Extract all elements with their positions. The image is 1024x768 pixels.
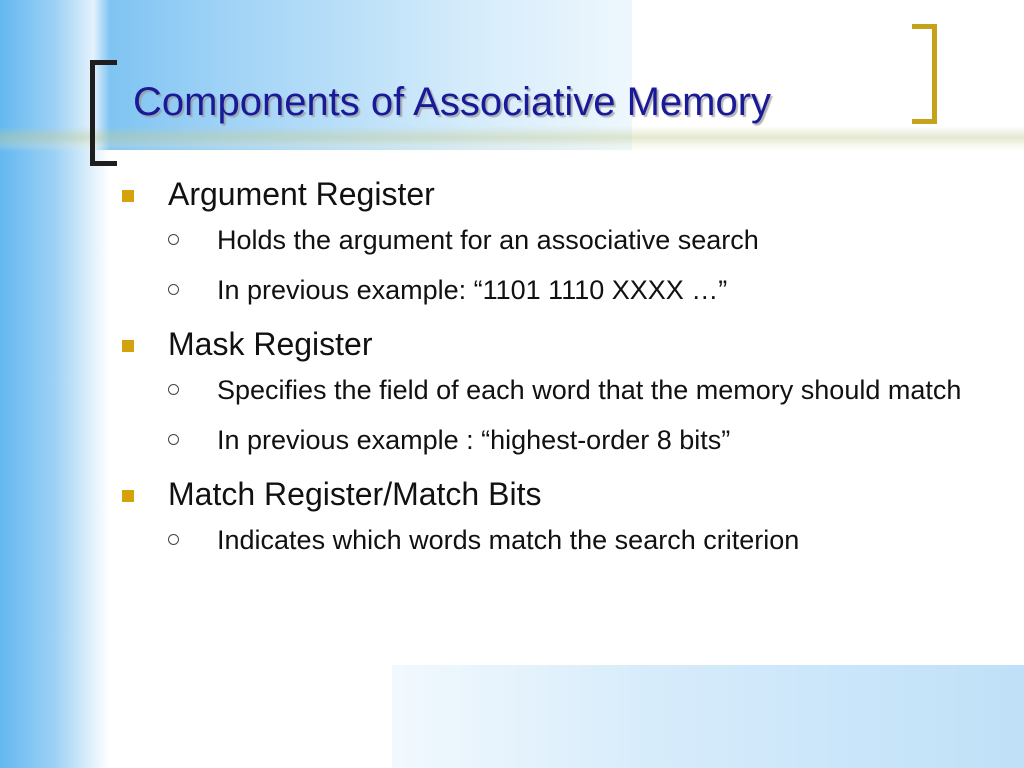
circle-bullet-icon <box>168 534 179 545</box>
background-bottom-gradient <box>392 665 1024 768</box>
bullet-match-register: Match Register/Match Bits <box>118 468 998 520</box>
sub-bullet: In previous example : “highest-order 8 b… <box>118 420 998 460</box>
square-bullet-icon <box>122 190 134 202</box>
sub-bullet: Holds the argument for an associative se… <box>118 220 998 260</box>
bullet-text: Mask Register <box>168 326 373 362</box>
right-bracket-decoration <box>912 24 937 124</box>
sub-bullet-text: Indicates which words match the search c… <box>217 525 800 555</box>
bullet-text: Match Register/Match Bits <box>168 476 542 512</box>
slide-title: Components of Associative Memory <box>133 80 772 124</box>
square-bullet-icon <box>122 340 134 352</box>
sub-bullet: In previous example: “1101 1110 XXXX …” <box>118 270 998 310</box>
circle-bullet-icon <box>168 234 179 245</box>
sub-bullet-text: In previous example: “1101 1110 XXXX …” <box>217 275 728 305</box>
sub-bullet: Specifies the field of each word that th… <box>118 370 998 410</box>
left-bracket-decoration <box>90 60 117 166</box>
circle-bullet-icon <box>168 284 179 295</box>
square-bullet-icon <box>122 490 134 502</box>
circle-bullet-icon <box>168 434 179 445</box>
bullet-mask-register: Mask Register <box>118 318 998 370</box>
sub-bullet: Indicates which words match the search c… <box>118 520 998 560</box>
circle-bullet-icon <box>168 384 179 395</box>
sub-bullet-text: In previous example : “highest-order 8 b… <box>217 425 731 455</box>
sub-bullet-text: Holds the argument for an associative se… <box>217 225 759 255</box>
bullet-argument-register: Argument Register <box>118 168 998 220</box>
bullet-text: Argument Register <box>168 176 435 212</box>
title-underline-band <box>0 126 1024 152</box>
sub-bullet-text: Specifies the field of each word that th… <box>217 375 962 405</box>
bullet-list: Argument Register Holds the argument for… <box>118 168 998 570</box>
